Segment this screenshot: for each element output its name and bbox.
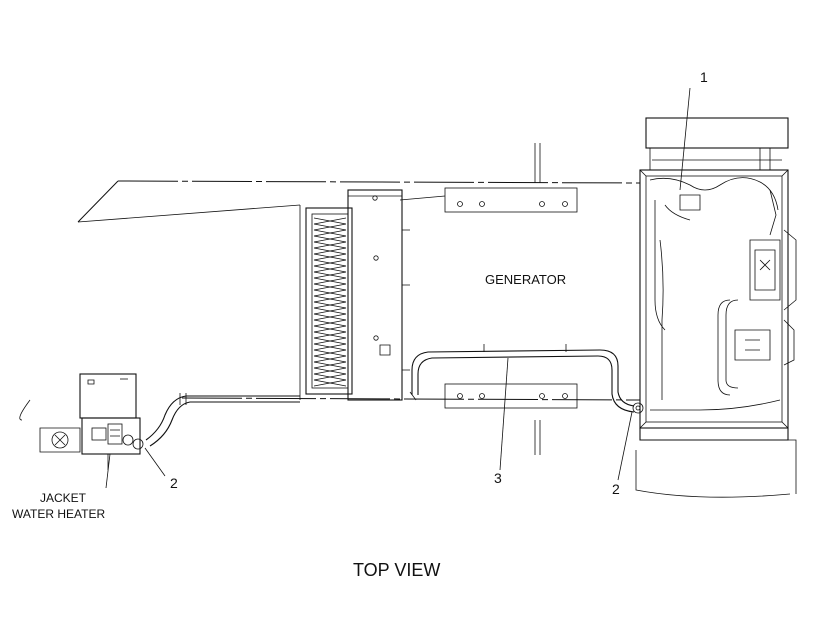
- radiator-core-line: [313, 349, 347, 357]
- radiator-core-line: [313, 289, 347, 297]
- radiator-core-line: [313, 367, 347, 375]
- radiator-core-line: [313, 373, 347, 381]
- radiator-core-line: [313, 295, 347, 303]
- radiator-core-line: [313, 379, 347, 387]
- radiator-core-line: [313, 271, 347, 279]
- callout-3: 3: [494, 470, 502, 486]
- radiator-core-line: [313, 325, 347, 333]
- radiator-core-line: [313, 229, 347, 237]
- jacket-label-line1: JACKET: [40, 491, 87, 505]
- radiator-core-line: [313, 331, 347, 339]
- callout-2-right: 2: [612, 481, 620, 497]
- radiator-core-line: [313, 355, 347, 363]
- coolant-hose: [411, 344, 644, 414]
- callout-2-left: 2: [170, 475, 178, 491]
- radiator-core-line: [313, 319, 347, 327]
- radiator-core-line: [313, 307, 347, 315]
- heater-hose: [145, 391, 417, 447]
- radiator-core-line: [313, 301, 347, 309]
- radiator-core-line: [313, 361, 347, 369]
- leader-lines: [105, 87, 691, 489]
- engine-rail-bottom: [444, 383, 578, 409]
- callout-1: 1: [700, 69, 708, 85]
- skid-frame: [77, 143, 641, 455]
- radiator-core-line: [313, 253, 347, 261]
- radiator-core-line: [313, 265, 347, 273]
- radiator-core-line: [313, 223, 347, 231]
- view-title: TOP VIEW: [353, 560, 440, 580]
- radiator-core-line: [313, 337, 347, 345]
- radiator-core-line: [313, 313, 347, 321]
- generator-housing: [635, 117, 797, 498]
- engine-rail-top: [399, 187, 578, 213]
- jacket-water-heater: [19, 373, 144, 470]
- radiator-core-line: [313, 277, 347, 285]
- radiator-core-line: [313, 241, 347, 249]
- jacket-label-line2: WATER HEATER: [12, 507, 105, 521]
- radiator-core-line: [313, 217, 347, 225]
- radiator: [305, 189, 410, 401]
- generator-label: GENERATOR: [485, 272, 566, 287]
- radiator-core-line: [313, 259, 347, 267]
- radiator-core-line: [313, 283, 347, 291]
- radiator-core-line: [313, 235, 347, 243]
- radiator-core-line: [313, 247, 347, 255]
- radiator-core-line: [313, 343, 347, 351]
